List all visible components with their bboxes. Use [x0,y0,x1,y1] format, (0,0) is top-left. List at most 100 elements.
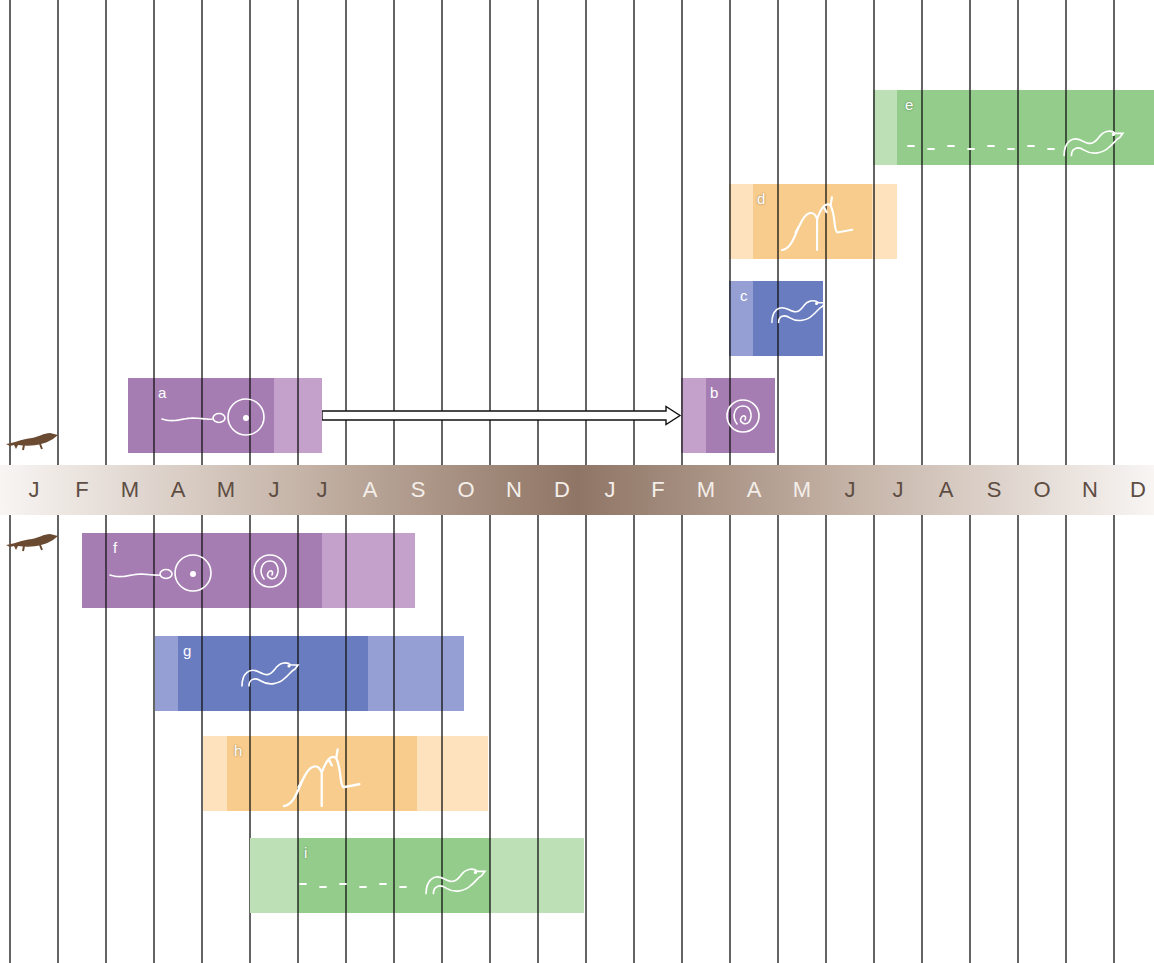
bar-segment [322,533,415,608]
grid-line [489,838,490,913]
month-label: A [747,477,762,503]
grid-line [345,533,346,608]
month-label: J [893,477,904,503]
grid-line [921,90,922,165]
bar-segment [872,184,897,259]
grid-line [345,736,346,811]
grid-line [249,736,250,811]
grid-line [345,636,346,711]
grid-line [729,281,730,356]
month-label: N [506,477,522,503]
grid-line [201,533,202,608]
bar-segment [298,838,490,913]
bar-fill [873,90,1154,165]
phase-letter: h [234,743,242,759]
bar-segment [417,736,488,811]
month-label: M [697,477,715,503]
bar-segment [490,838,584,913]
phase-bar: g [155,636,464,711]
mating-icon [284,749,359,806]
bar-segment [178,636,368,711]
weasel-silhouette [6,534,58,551]
grid-line [249,636,250,711]
grid-line [297,636,298,711]
grid-line [873,90,874,165]
phase-bar: e [873,90,1154,165]
phase-bar: b [681,378,775,453]
delay-arrow [322,407,680,425]
month-label: O [1033,477,1050,503]
phase-letter: i [304,845,307,861]
month-label: J [317,477,328,503]
grid-line [153,378,154,453]
grid-line [393,838,394,913]
embryo-icon [727,400,759,432]
weasel-silhouette [6,433,58,450]
grid-line [1065,90,1066,165]
bar-segment [250,838,298,913]
grid-line [201,636,202,711]
month-label: J [29,477,40,503]
embryo-icon [254,555,286,587]
phase-letter: a [158,385,166,401]
grid-line [1017,90,1018,165]
weasel-icon [1064,131,1123,155]
sperm-egg-icon [162,399,264,435]
bar-segment [368,636,464,711]
month-label: S [411,477,426,503]
bar-fill [128,378,322,453]
bar-segment [681,378,706,453]
grid-line [105,533,106,608]
bar-segment [729,281,753,356]
month-label: A [363,477,378,503]
month-band [0,465,1154,515]
bar-segment [203,736,227,811]
grid-line [729,184,730,259]
phase-bar: h [203,736,488,811]
bar-segment [753,281,823,356]
grid-line [297,533,298,608]
phase-letter: c [740,288,748,304]
month-label: S [987,477,1002,503]
grid-line [825,184,826,259]
phase-letter: d [757,191,765,207]
bar-fill [681,378,775,453]
phase-letter: g [183,643,191,659]
mating-icon [782,197,852,250]
phase-bar: a [128,378,322,453]
phase-letter: b [710,385,718,401]
grid-line [249,533,250,608]
bar-segment [873,90,897,165]
month-label: O [457,477,474,503]
phase-bar: i [250,838,584,913]
bar-fill [82,533,415,608]
bar-segment [227,736,417,811]
grid-line [441,838,442,913]
grid-line [441,736,442,811]
grid-line [297,736,298,811]
bar-segment [155,636,178,711]
track-dashes [908,146,1054,149]
bar-fill [155,636,464,711]
month-label: F [651,477,664,503]
grid-line [441,636,442,711]
grid-line [729,378,730,453]
bar-segment [729,184,753,259]
bar-fill [203,736,488,811]
grid-line [297,838,298,913]
month-label: M [793,477,811,503]
month-label: J [845,477,856,503]
bar-fill [729,184,897,259]
bar-segment [128,378,274,453]
phase-letter: e [905,97,913,113]
bar-fill [250,838,584,913]
grid-line [777,281,778,356]
bar-segment [897,90,1154,165]
month-label: A [939,477,954,503]
phase-bar: c [729,281,823,356]
month-label: N [1082,477,1098,503]
weasel-icon [242,663,298,686]
bar-segment [706,378,775,453]
grid-line [201,378,202,453]
